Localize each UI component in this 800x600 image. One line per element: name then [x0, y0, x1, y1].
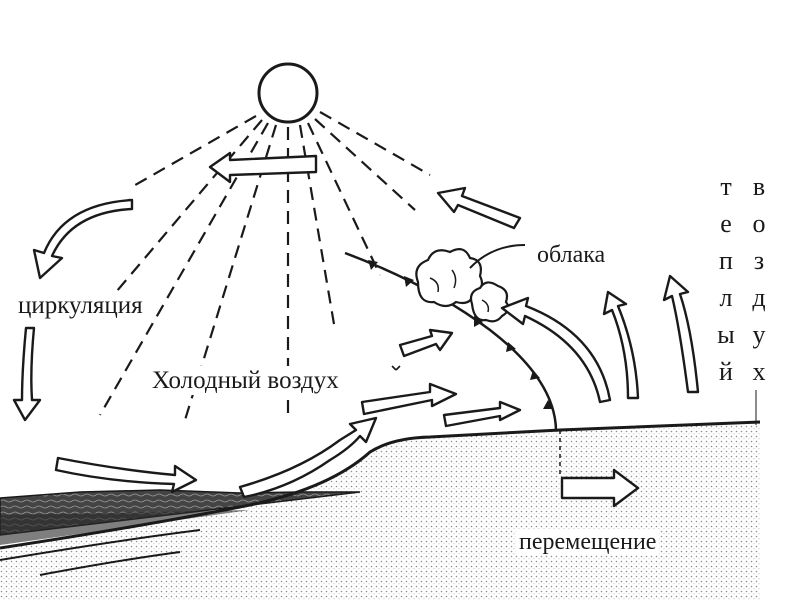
shore-lines	[0, 529, 201, 576]
arrow-circ-upper	[32, 198, 134, 280]
arrow-circ-left	[12, 326, 42, 422]
arrow-warm-rise-2	[662, 274, 700, 394]
land-fill	[0, 422, 760, 600]
air-vertical-label: в о з д у х	[744, 168, 774, 390]
air-letter: в	[752, 172, 766, 201]
mark-x	[391, 365, 401, 371]
arrow-slope-lower	[238, 416, 378, 499]
cloud-icon	[415, 247, 510, 323]
warm-letter: л	[719, 283, 733, 312]
arrow-front-rise	[500, 296, 612, 404]
arrow-warm-rise-1	[602, 290, 640, 400]
movement-arrow	[560, 468, 640, 508]
arrow-circ-bottom	[54, 456, 198, 494]
arrow-mid-3	[442, 400, 522, 428]
warm-letter: т	[720, 172, 732, 201]
circulation-label: циркуляция	[14, 292, 147, 319]
warm-letter: ы	[717, 320, 735, 349]
cold-air-label: Холодный воздух	[146, 366, 345, 395]
movement-label: перемещение	[516, 529, 660, 555]
sun-icon	[257, 62, 319, 124]
warm-vertical-label: т е п л ы й	[711, 168, 741, 390]
air-flow-arrows	[12, 151, 700, 508]
clouds-pointer-line	[469, 244, 526, 269]
arrow-mid-1	[398, 328, 454, 358]
warm-letter: п	[719, 246, 733, 275]
air-letter: д	[752, 283, 766, 312]
warm-letter: е	[720, 209, 732, 238]
clouds-label: облака	[534, 242, 609, 268]
warm-letter: й	[719, 357, 733, 386]
arrow-top-left	[208, 151, 318, 184]
air-letter: х	[752, 357, 766, 386]
front-line	[344, 251, 558, 431]
air-letter: з	[753, 246, 765, 275]
land-surface	[0, 420, 761, 550]
air-letter: у	[752, 320, 766, 349]
air-letter: о	[752, 209, 766, 238]
arrow-mid-2	[360, 382, 458, 416]
arrow-upper-right	[436, 186, 522, 230]
